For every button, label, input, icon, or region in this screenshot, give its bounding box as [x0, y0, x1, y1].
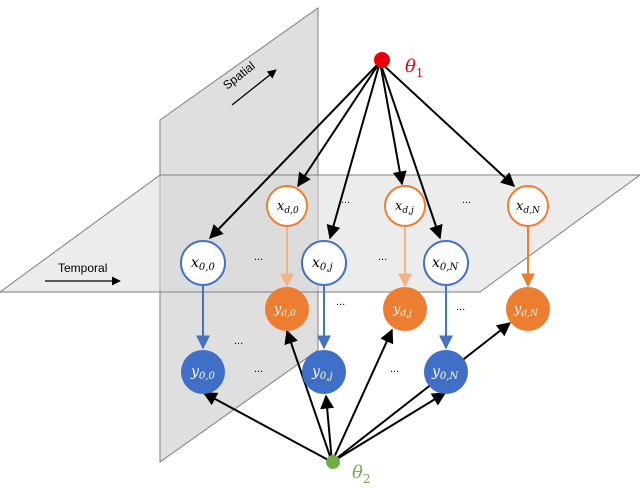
edge-theta1-x0j — [326, 61, 381, 240]
xd0-main: x — [277, 199, 285, 214]
edge-theta2-y0j — [320, 394, 335, 463]
temporal-plane — [0, 174, 640, 293]
node-yd0: yd,0 — [265, 287, 309, 331]
node-x0j: x0,j — [301, 240, 347, 286]
edge-theta1-xd0 — [297, 61, 381, 188]
theta2-node: θ2 — [326, 455, 370, 486]
x0j-sub: 0,j — [320, 262, 333, 273]
svg-text:x0,0: x0,0 — [191, 255, 215, 273]
theta1-node: θ1 — [374, 52, 423, 80]
ellipsis-row-yd-2: ... — [456, 301, 465, 313]
ydN-main: y — [513, 302, 522, 317]
y0N-main: y — [431, 364, 441, 380]
edge-theta1-xdj — [379, 61, 407, 186]
xdN-main: x — [516, 199, 524, 214]
edge-theta2-yd0 — [284, 329, 333, 463]
x0N-sub: 0,N — [440, 262, 460, 273]
emission-edges — [196, 227, 535, 350]
edge-theta1-xdN — [379, 61, 516, 187]
edge-theta1-x0N — [379, 61, 443, 240]
node-x00: x0,0 — [180, 240, 226, 286]
yd0-sub: d,0 — [281, 309, 296, 319]
node-ydj: yd,j — [383, 287, 427, 331]
temporal-label: Temporal — [58, 261, 107, 275]
svg-text:xd,0: xd,0 — [277, 199, 299, 216]
ellipsis-row-y0-2: ... — [254, 363, 263, 375]
edge-theta2-ydj — [331, 328, 394, 463]
edge-theta2-ydN — [331, 322, 512, 463]
svg-text:yd,0: yd,0 — [273, 302, 296, 319]
ellipsis-row-x0-1: ... — [254, 251, 263, 263]
x0N-main: x — [432, 255, 440, 271]
svg-text:y0,N: y0,N — [431, 364, 459, 382]
theta2-label: θ — [352, 462, 363, 483]
xdj-sub: d,j — [402, 206, 414, 216]
xd0-sub: d,0 — [284, 206, 299, 216]
node-xd0: xd,0 — [266, 185, 308, 227]
ellipsis-row-x0-2: ... — [378, 251, 387, 263]
x00-sub: 0,0 — [199, 262, 216, 273]
edge-theta1-x00 — [209, 61, 381, 240]
svg-text:θ2: θ2 — [352, 462, 370, 486]
ellipsis-row-y0-3: ... — [390, 363, 399, 375]
svg-text:x0,N: x0,N — [432, 255, 459, 273]
y00-main: y — [190, 364, 200, 380]
ydN-sub: d,N — [521, 309, 539, 319]
xdj-main: x — [395, 199, 403, 214]
ellipsis-row-y0-1: ... — [234, 335, 243, 347]
y00-sub: 0,0 — [199, 371, 216, 382]
node-y0N: y0,N — [424, 350, 468, 394]
edge-theta2-y00 — [202, 392, 333, 463]
y0j-sub: 0,j — [320, 371, 333, 382]
svg-text:yd,j: yd,j — [392, 302, 412, 319]
ellipsis-group: ... ... ... ... ... ... ... ... ... — [234, 194, 471, 375]
node-x0N: x0,N — [423, 240, 469, 286]
y0j-main: y — [311, 364, 321, 380]
node-y00: y0,0 — [181, 350, 225, 394]
svg-text:x0,j: x0,j — [312, 255, 333, 273]
theta2-subscript: 2 — [363, 472, 371, 486]
theta1-label: θ — [405, 56, 416, 77]
edge-theta2-y0N — [331, 392, 447, 463]
theta1-subscript: 1 — [416, 66, 424, 80]
theta1-edges — [209, 61, 516, 240]
ellipsis-row-xd-1: ... — [341, 194, 350, 206]
node-ydN: yd,N — [506, 287, 550, 331]
ydj-sub: d,j — [400, 309, 412, 319]
x0j-main: x — [312, 255, 320, 271]
node-xdN: xd,N — [507, 185, 549, 227]
x00-main: x — [191, 255, 199, 271]
theta2-edges — [202, 322, 512, 463]
node-xdj: xd,j — [384, 185, 426, 227]
xdN-sub: d,N — [523, 206, 541, 216]
svg-text:xd,N: xd,N — [516, 199, 541, 216]
ydj-main: y — [392, 302, 401, 317]
temporal-axis-label: Temporal — [45, 261, 121, 286]
node-y0j: y0,j — [302, 350, 346, 394]
svg-text:y0,j: y0,j — [311, 364, 333, 382]
ellipsis-row-yd-1: ... — [336, 296, 345, 308]
svg-text:xd,j: xd,j — [395, 199, 414, 216]
yd0-main: y — [273, 302, 282, 317]
ellipsis-row-xd-2: ... — [462, 194, 471, 206]
svg-text:θ1: θ1 — [405, 56, 423, 80]
svg-text:yd,N: yd,N — [513, 302, 539, 319]
svg-text:y0,0: y0,0 — [190, 364, 215, 382]
y0N-sub: 0,N — [440, 371, 460, 382]
